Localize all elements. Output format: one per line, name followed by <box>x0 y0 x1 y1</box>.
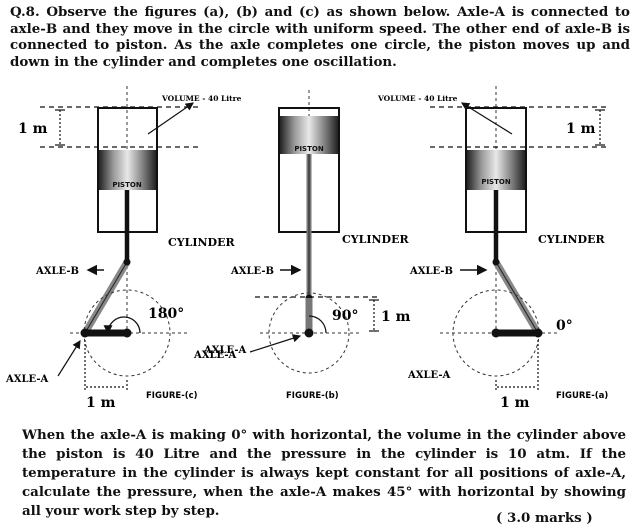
question-text: Q.8. Observe the figures (a), (b) and (c… <box>10 4 630 70</box>
one-m-a: 1 m <box>566 121 596 137</box>
axle-b-label-b: AXLE-B <box>230 266 274 277</box>
piston-label-c: PISTON <box>112 181 142 189</box>
figure-b-caption: FIGURE-(b) <box>286 391 339 401</box>
axle-a-label-a: AXLE-A <box>407 370 451 381</box>
one-m-c-bottom: 1 m <box>86 395 116 411</box>
figure-a: PISTON 1 m VOLUME - 40 Litre CYLINDER AX… <box>377 86 610 411</box>
axle-b-label-a: AXLE-B <box>409 266 453 277</box>
axle-b-label-c: AXLE-B <box>35 266 79 277</box>
piston-b <box>280 116 338 154</box>
figure-a-caption: FIGURE-(a) <box>556 391 608 401</box>
cylinder-label-c: CYLINDER <box>168 236 235 249</box>
axle-a-label-c2: AXLE-A <box>5 374 49 385</box>
piston-label-a: PISTON <box>481 178 511 186</box>
figure-c: PISTON 1 m VOLUME - 40 Litre CYLINDER AX… <box>5 86 247 411</box>
volume-label-right: VOLUME - 40 Litre <box>377 94 458 103</box>
angle-b: 90° <box>332 308 358 324</box>
piston-a <box>467 150 525 190</box>
one-m-c: 1 m <box>18 121 48 137</box>
one-m-a-bottom: 1 m <box>500 395 530 411</box>
piston-c <box>99 150 156 190</box>
problem-statement: When the axle-A is making 0° with horizo… <box>22 427 626 519</box>
angle-a: 0° <box>556 318 573 334</box>
marks-label: ( 3.0 marks ) <box>496 510 593 526</box>
one-m-b: 1 m <box>381 309 411 325</box>
volume-label-left: VOLUME - 40 Litre <box>161 94 242 103</box>
axle-a-label-c1: AXLE-A <box>203 345 247 356</box>
piston-label-b: PISTON <box>294 145 324 153</box>
figure-b: PISTON CYLINDER AXLE-B 90° 1 m AXLE-A FI… <box>193 90 411 401</box>
axle-a-label-b: AXLE-A <box>193 350 237 361</box>
figure-c-caption: FIGURE-(c) <box>146 391 198 401</box>
cylinder-label-b: CYLINDER <box>342 233 409 246</box>
cylinder-label-a: CYLINDER <box>538 233 605 246</box>
angle-c: 180° <box>148 306 184 322</box>
